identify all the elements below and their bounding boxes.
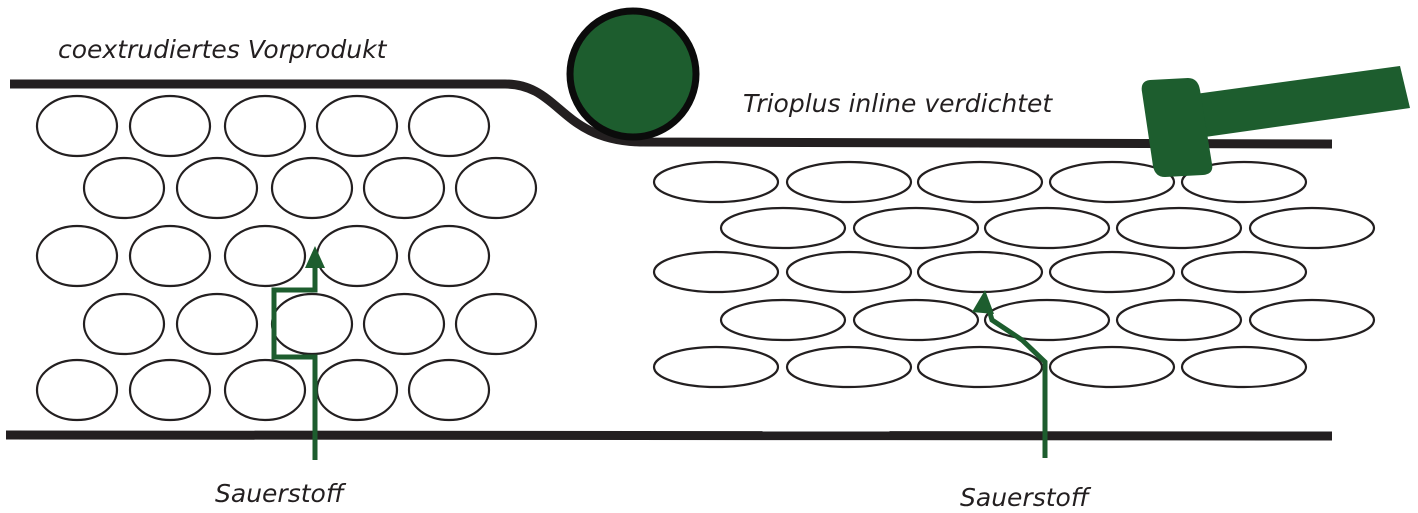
bottom-layer-line: [5, 430, 1333, 441]
flat-cell: [719, 298, 847, 342]
round-cell: [35, 358, 119, 422]
flat-cell: [785, 345, 913, 389]
round-cell: [315, 224, 399, 288]
flat-cell: [852, 206, 980, 250]
flat-cell: [652, 160, 780, 204]
top-layer-line: [10, 79, 1333, 149]
flat-cell: [785, 160, 913, 204]
flat-cell: [852, 298, 980, 342]
round-cell: [175, 156, 259, 220]
round-cell: [454, 156, 538, 220]
round-cell: [315, 94, 399, 158]
flat-cell: [1048, 345, 1176, 389]
round-cell: [175, 292, 259, 356]
uncompacted-cells: [35, 94, 538, 422]
flat-cell: [652, 250, 780, 294]
flat-cell: [983, 298, 1111, 342]
flat-cell: [1248, 298, 1376, 342]
round-cell: [223, 94, 307, 158]
flat-cell: [1048, 160, 1176, 204]
round-cell: [223, 358, 307, 422]
round-cell: [223, 224, 307, 288]
flat-cell: [983, 206, 1111, 250]
flat-cell: [1115, 298, 1243, 342]
flat-cell: [1115, 206, 1243, 250]
compacted-label: Trioplus inline verdichtet: [743, 89, 1053, 118]
oxygen-label-right: Sauerstoff: [960, 483, 1092, 512]
round-cell: [362, 156, 446, 220]
precursor-label: coextrudiertes Vorprodukt: [58, 35, 388, 64]
round-cell: [270, 156, 354, 220]
flat-cell: [1180, 250, 1308, 294]
round-cell: [82, 292, 166, 356]
round-cell: [407, 358, 491, 422]
flat-cell: [719, 206, 847, 250]
hammer-icon: [1141, 66, 1410, 177]
round-cell: [315, 358, 399, 422]
round-cell: [454, 292, 538, 356]
round-cell: [35, 224, 119, 288]
round-cell: [270, 292, 354, 356]
flat-cell: [785, 250, 913, 294]
roller-icon: [566, 7, 700, 141]
oxygen-path-right: [972, 290, 1048, 458]
round-cell: [128, 358, 212, 422]
round-cell: [407, 224, 491, 288]
round-cell: [82, 156, 166, 220]
round-cell: [128, 94, 212, 158]
flat-cell: [916, 160, 1044, 204]
oxygen-path-left: [271, 246, 325, 460]
round-cell: [407, 94, 491, 158]
round-cell: [128, 224, 212, 288]
flat-cell: [1180, 345, 1308, 389]
flat-cell: [916, 250, 1044, 294]
round-cell: [35, 94, 119, 158]
round-cell: [362, 292, 446, 356]
flat-cell: [652, 345, 780, 389]
compacted-cells: [652, 160, 1376, 389]
flat-cell: [1180, 160, 1308, 204]
flat-cell: [1048, 250, 1176, 294]
flat-cell: [1248, 206, 1376, 250]
flat-cell: [916, 345, 1044, 389]
oxygen-label-left: Sauerstoff: [215, 479, 347, 508]
